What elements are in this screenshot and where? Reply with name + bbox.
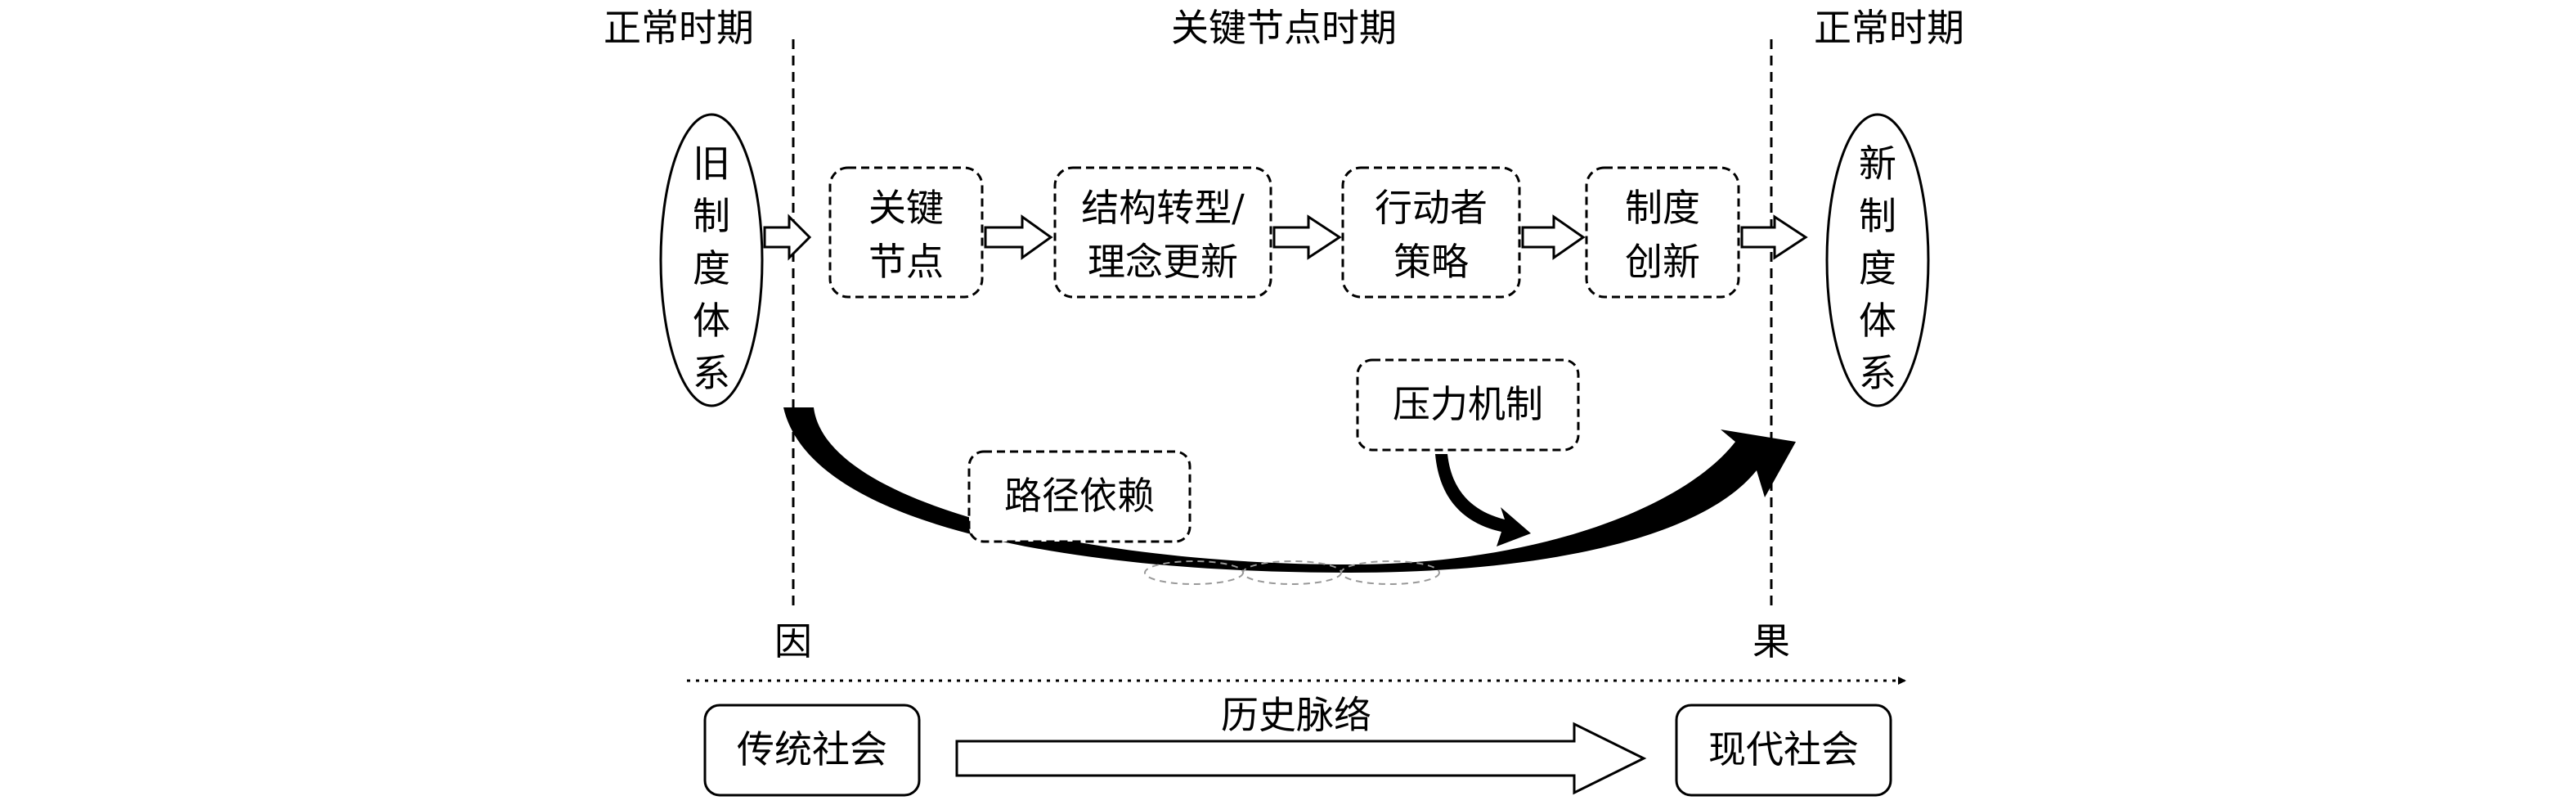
- new-system-char: 体: [1859, 299, 1896, 343]
- process-box-actor-strategy: 行动者 策略: [1341, 166, 1521, 299]
- effect-label: 果: [1752, 619, 1790, 663]
- old-system-char: 系: [693, 351, 730, 395]
- new-system-char: 系: [1859, 351, 1896, 395]
- process-box-line: 行动者: [1375, 186, 1488, 230]
- new-system-char: 新: [1859, 142, 1896, 186]
- process-box-institutional-innovation: 制度 创新: [1585, 166, 1740, 299]
- right-period-label: 正常时期: [1814, 6, 1964, 50]
- new-system-char: 度: [1859, 246, 1896, 290]
- process-box-line: 关键: [868, 186, 944, 230]
- cause-label: 因: [774, 619, 812, 663]
- old-system-char: 旧: [693, 142, 730, 186]
- process-box-line: 创新: [1625, 240, 1700, 284]
- path-dependence-label: 路径依赖: [1004, 474, 1155, 518]
- old-system-oval: 旧 制 度 体 系: [659, 113, 764, 407]
- new-system-char: 制: [1859, 194, 1896, 238]
- pressure-mechanism-label: 压力机制: [1393, 382, 1543, 426]
- left-period-label: 正常时期: [604, 6, 754, 50]
- center-period-label: 关键节点时期: [1171, 6, 1397, 50]
- historical-context-arrow: [955, 722, 1647, 795]
- flow-arrow-strategy-to-innovation: [1521, 214, 1586, 260]
- new-system-oval: 新 制 度 体 系: [1825, 113, 1930, 407]
- flow-arrow-juncture-to-transformation: [984, 214, 1053, 260]
- process-box-line: 制度: [1625, 186, 1700, 230]
- process-box-line: 节点: [868, 240, 944, 284]
- path-dependence-box: 路径依赖: [967, 450, 1192, 543]
- old-system-char: 制: [693, 194, 730, 238]
- traditional-society-box: 传统社会: [703, 704, 921, 797]
- process-box-line: 策略: [1393, 240, 1469, 284]
- historical-context-label: 历史脉络: [1221, 693, 1371, 737]
- pressure-mechanism-box: 压力机制: [1356, 358, 1580, 452]
- process-box-line: 结构转型/: [1081, 186, 1245, 230]
- process-box-line: 理念更新: [1088, 240, 1238, 284]
- modern-society-box: 现代社会: [1675, 704, 1892, 797]
- process-box-structural-transformation: 结构转型/ 理念更新: [1053, 166, 1272, 299]
- pressure-pointer-arrow: [1435, 454, 1531, 546]
- dashed-link-chain: [1144, 560, 1440, 585]
- process-box-critical-juncture: 关键 节点: [828, 166, 984, 299]
- old-system-char: 度: [693, 246, 730, 290]
- flow-arrow-old-to-juncture: [763, 214, 812, 261]
- old-system-char: 体: [693, 299, 730, 343]
- traditional-society-label: 传统社会: [737, 727, 887, 771]
- flow-arrow-innovation-to-new: [1740, 214, 1808, 260]
- flow-arrow-transformation-to-strategy: [1272, 214, 1342, 260]
- path-curve-arrow: [783, 407, 1796, 573]
- modern-society-label: 现代社会: [1708, 727, 1859, 771]
